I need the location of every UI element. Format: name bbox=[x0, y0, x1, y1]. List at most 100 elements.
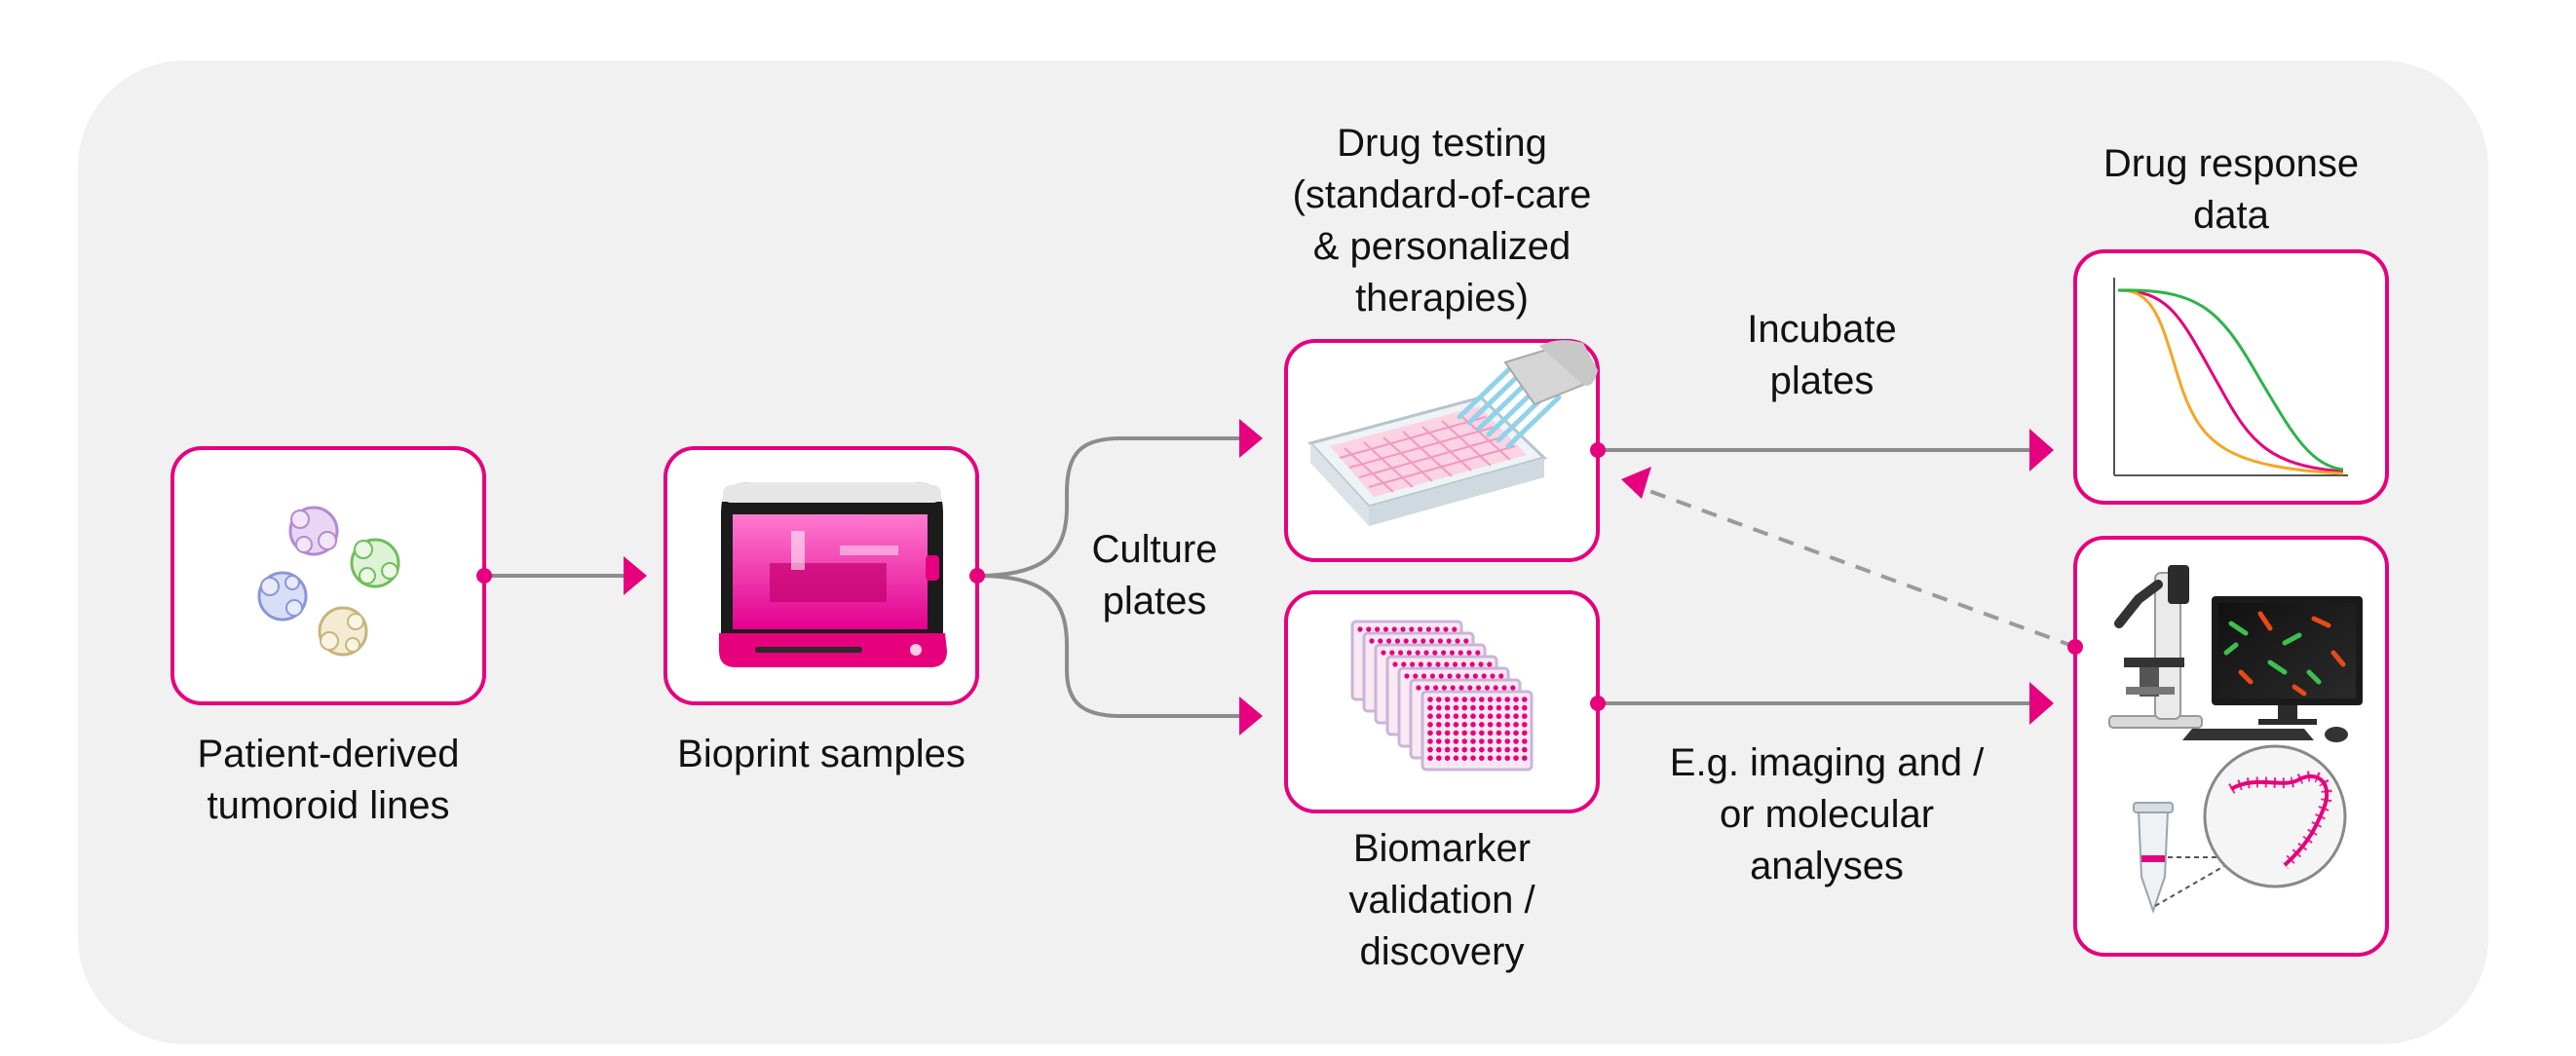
incubate-label: Incubate plates bbox=[1690, 304, 1953, 407]
tumoroid-cells-icon bbox=[257, 506, 400, 657]
plate-well-dot bbox=[1413, 673, 1419, 679]
plate-well-dot bbox=[1479, 722, 1485, 728]
plate-well-dot bbox=[1493, 685, 1498, 691]
plate-well-dot bbox=[1452, 626, 1458, 632]
plate-well-dot bbox=[1425, 626, 1431, 632]
plate-well-dot bbox=[1453, 661, 1458, 667]
plate-well-dot bbox=[1381, 650, 1386, 656]
plate-well-dot bbox=[1418, 661, 1423, 667]
plate-well-dot bbox=[1504, 738, 1510, 744]
arrow-bioprint-branch bbox=[969, 419, 1263, 735]
plate-well-dot bbox=[1522, 697, 1528, 702]
plate-well-dot bbox=[1479, 746, 1485, 753]
plate-well-dot bbox=[1392, 661, 1398, 667]
plate-well-dot bbox=[1458, 685, 1464, 691]
plate-well-dot bbox=[1522, 722, 1528, 728]
arrow-incubate bbox=[1590, 429, 2054, 471]
patient-label-line2: tumoroid lines bbox=[207, 784, 450, 827]
plate-well-dot bbox=[1504, 746, 1510, 753]
plate-well-dot bbox=[1504, 697, 1510, 702]
plate-well-dot bbox=[1427, 722, 1433, 728]
stacked-plates-icon bbox=[1350, 620, 1534, 772]
plate-well-dot bbox=[1496, 713, 1502, 719]
plate-well-dot bbox=[1470, 746, 1476, 753]
biomarker-line3: discovery bbox=[1359, 930, 1525, 973]
plate-well-dot bbox=[1436, 755, 1442, 761]
plate-well-dot bbox=[1470, 697, 1476, 702]
plate-well-dot bbox=[1441, 685, 1447, 691]
plate-well-dot bbox=[1394, 638, 1400, 644]
plate-well-dot bbox=[1487, 713, 1494, 719]
plate-well-dot bbox=[1496, 746, 1502, 753]
plate-well-dot bbox=[1487, 738, 1494, 744]
plate-well-dot bbox=[1478, 661, 1484, 667]
plate-well-dot bbox=[1453, 755, 1459, 761]
plate-well-dot bbox=[1461, 697, 1467, 702]
drug-response-line1: Drug response bbox=[2102, 142, 2360, 185]
plate-well-dot bbox=[1522, 704, 1528, 711]
plate-well-dot bbox=[1398, 650, 1404, 656]
plate-well-dot bbox=[1490, 673, 1496, 679]
plate-well-dot bbox=[1404, 673, 1410, 679]
imaging-line3: analyses bbox=[1750, 845, 1904, 887]
biomarker-line1: Biomarker bbox=[1352, 827, 1532, 870]
plate-well-dot bbox=[1383, 626, 1388, 632]
incubate-line2: plates bbox=[1769, 359, 1875, 402]
plate-well-dot bbox=[1429, 673, 1435, 679]
plate-well-dot bbox=[1496, 704, 1502, 711]
plate-well-dot bbox=[1466, 650, 1472, 656]
plate-well-dot bbox=[1432, 650, 1438, 656]
plate-well-dot bbox=[1504, 755, 1510, 761]
plate-well-dot bbox=[1409, 626, 1415, 632]
plate-well-dot bbox=[1513, 738, 1519, 744]
plate-well-dot bbox=[1498, 673, 1504, 679]
plate-well-dot bbox=[1400, 626, 1406, 632]
drug-testing-line3: & personalized bbox=[1312, 225, 1572, 268]
plate-well-dot bbox=[1453, 746, 1459, 753]
arrow-patient-to-bioprint bbox=[476, 556, 647, 595]
plate-well-dot bbox=[1496, 755, 1502, 761]
biomarker-line2: validation / bbox=[1348, 879, 1535, 922]
plate-well-dot bbox=[1467, 685, 1473, 691]
drug-plate-pipette-icon bbox=[1307, 340, 1598, 526]
plate-well-dot bbox=[1410, 661, 1416, 667]
plate-well-dot bbox=[1435, 661, 1441, 667]
plate-well-dot bbox=[1470, 704, 1476, 711]
patient-label: Patient-derived tumoroid lines bbox=[172, 729, 484, 832]
plate-well-dot bbox=[1444, 738, 1451, 744]
plate-well-dot bbox=[1447, 673, 1453, 679]
plate-well-dot bbox=[1522, 746, 1528, 753]
plate-well-dot bbox=[1469, 661, 1475, 667]
plate-well-dot bbox=[1513, 713, 1519, 719]
plate-well-dot bbox=[1513, 755, 1519, 761]
plate-well-dot bbox=[1378, 638, 1383, 644]
plate-well-dot bbox=[1479, 755, 1485, 761]
plate-well-dot bbox=[1479, 738, 1485, 744]
incubate-line1: Incubate bbox=[1747, 308, 1897, 351]
bioprint-label: Bioprint samples bbox=[636, 729, 1006, 780]
plate-well-dot bbox=[1501, 685, 1507, 691]
plate-well-dot bbox=[1470, 755, 1476, 761]
plate-well-dot bbox=[1513, 730, 1519, 736]
dose-response-chart-icon bbox=[2113, 278, 2348, 476]
plate-well-dot bbox=[1487, 730, 1494, 736]
plate-well-dot bbox=[1389, 650, 1395, 656]
tube-molecular-icon bbox=[2133, 744, 2347, 915]
plate-well-dot bbox=[1496, 730, 1502, 736]
plate-well-dot bbox=[1436, 722, 1442, 728]
plate-well-dot bbox=[1479, 697, 1485, 702]
plate-well-dot bbox=[1504, 730, 1510, 736]
plate-well-dot bbox=[1487, 704, 1494, 711]
plate-well-dot bbox=[1522, 755, 1528, 761]
plate-well-dot bbox=[1401, 661, 1407, 667]
plate-well-dot bbox=[1479, 730, 1485, 736]
plate-well-dot bbox=[1444, 755, 1451, 761]
plate-well-dot bbox=[1453, 722, 1459, 728]
plate-well-dot bbox=[1453, 697, 1459, 702]
plate-well-dot bbox=[1487, 755, 1494, 761]
plate-well-dot bbox=[1406, 650, 1412, 656]
microscope-computer-icon bbox=[2108, 565, 2363, 742]
plate-well-dot bbox=[1449, 650, 1455, 656]
plate-well-dot bbox=[1436, 746, 1442, 753]
plate-well-dot bbox=[1479, 704, 1485, 711]
